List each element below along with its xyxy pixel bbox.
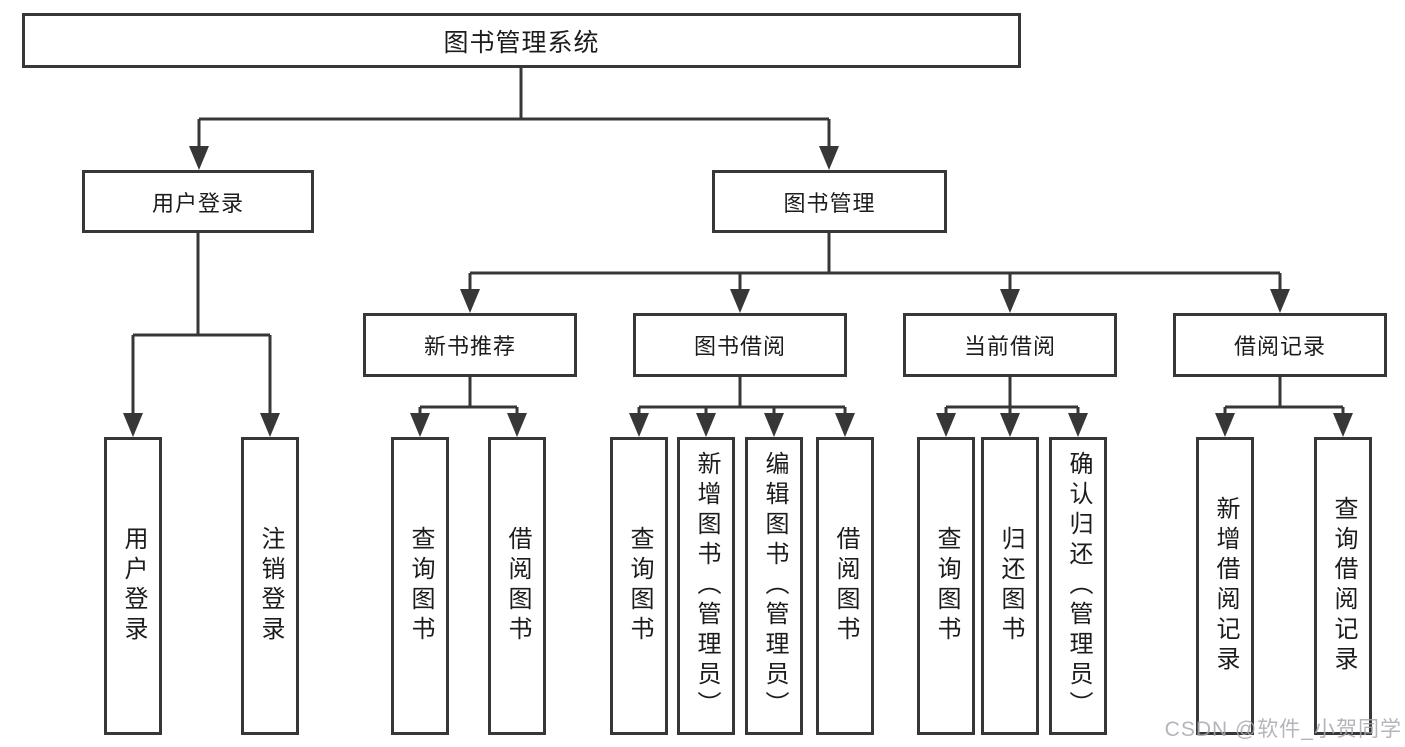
arrow-icon — [1215, 413, 1235, 437]
leaf-recommend-query-books: 查询图书 — [391, 437, 449, 735]
arrowheads — [123, 146, 1353, 437]
arrow-icon — [507, 413, 527, 437]
leaf-recommend-borrow-books: 借阅图书 — [488, 437, 546, 735]
arrow-icon — [410, 413, 430, 437]
leaf-current-confirm-return-admin: 确认归还（管理员） — [1049, 437, 1107, 735]
node-borrowing-records: 借阅记录 — [1173, 313, 1387, 377]
leaf-user-login: 用户登录 — [104, 437, 162, 735]
leaf-borrowing-edit-books-admin-label: 编辑图书（管理员） — [761, 451, 788, 721]
node-root-label: 图书管理系统 — [443, 28, 600, 57]
node-user-login: 用户登录 — [82, 170, 314, 233]
leaf-recommend-borrow-books-label: 借阅图书 — [504, 526, 531, 646]
arrow-icon — [1068, 413, 1088, 437]
leaf-current-query-books-label: 查询图书 — [933, 526, 960, 646]
leaf-borrowing-add-books-admin-label: 新增图书（管理员） — [693, 451, 720, 721]
arrow-icon — [189, 146, 209, 170]
leaf-records-query-record-label: 查询借阅记录 — [1330, 496, 1357, 676]
leaf-records-query-record: 查询借阅记录 — [1314, 437, 1372, 735]
leaf-user-login-label: 用户登录 — [120, 526, 147, 646]
leaf-borrowing-borrow-books: 借阅图书 — [816, 437, 874, 735]
watermark: CSDN @软件_小贺同学 — [1164, 718, 1402, 741]
arrow-icon — [936, 413, 956, 437]
arrow-icon — [819, 146, 839, 170]
leaf-borrowing-edit-books-admin: 编辑图书（管理员） — [745, 437, 803, 735]
arrow-icon — [460, 289, 480, 313]
leaf-borrowing-query-books-label: 查询图书 — [626, 526, 653, 646]
arrow-icon — [1333, 413, 1353, 437]
node-book-management-label: 图书管理 — [783, 190, 876, 216]
leaf-records-add-record: 新增借阅记录 — [1196, 437, 1254, 735]
node-current-borrowing: 当前借阅 — [903, 313, 1117, 377]
arrow-icon — [1000, 289, 1020, 313]
node-borrowing-records-label: 借阅记录 — [1233, 334, 1326, 359]
arrow-icon — [730, 289, 750, 313]
arrow-icon — [835, 413, 855, 437]
node-user-login-label: 用户登录 — [151, 190, 244, 216]
leaf-records-add-record-label: 新增借阅记录 — [1212, 496, 1239, 676]
node-new-book-recommendation-label: 新书推荐 — [423, 334, 516, 359]
arrow-icon — [696, 413, 716, 437]
node-book-borrowing: 图书借阅 — [633, 313, 847, 377]
arrow-icon — [260, 413, 280, 437]
leaf-current-confirm-return-admin-label: 确认归还（管理员） — [1065, 451, 1092, 721]
leaf-borrowing-borrow-books-label: 借阅图书 — [832, 526, 859, 646]
arrow-icon — [1270, 289, 1290, 313]
leaf-borrowing-add-books-admin: 新增图书（管理员） — [677, 437, 735, 735]
connector-paths — [131, 68, 1345, 416]
arrow-icon — [764, 413, 784, 437]
leaf-current-query-books: 查询图书 — [917, 437, 975, 735]
leaf-logout: 注销登录 — [241, 437, 299, 735]
arrow-icon — [629, 413, 649, 437]
arrow-icon — [123, 413, 143, 437]
arrow-icon — [1000, 413, 1020, 437]
node-current-borrowing-label: 当前借阅 — [963, 334, 1056, 359]
leaf-current-return-books-label: 归还图书 — [997, 526, 1024, 646]
leaf-recommend-query-books-label: 查询图书 — [407, 526, 434, 646]
node-book-borrowing-label: 图书借阅 — [693, 334, 786, 359]
node-new-book-recommendation: 新书推荐 — [363, 313, 577, 377]
leaf-current-return-books: 归还图书 — [981, 437, 1039, 735]
leaf-logout-label: 注销登录 — [257, 526, 284, 646]
node-book-management: 图书管理 — [712, 170, 947, 233]
node-root: 图书管理系统 — [22, 13, 1021, 68]
leaf-borrowing-query-books: 查询图书 — [610, 437, 668, 735]
